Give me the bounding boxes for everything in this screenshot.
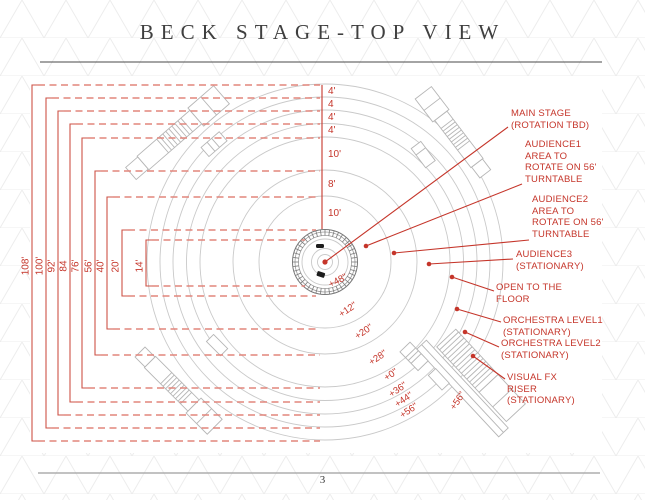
left-dimension-lines	[31, 84, 152, 442]
ramp-segment-bottom-left	[206, 334, 227, 355]
dimension-14ft: 14'	[134, 259, 146, 273]
dimension-100ft: 100'	[34, 256, 46, 276]
spacing-4ft-b: 4	[328, 99, 334, 110]
callout-orchestra-level1: ORCHESTRA LEVEL1 (STATIONARY)	[503, 315, 603, 338]
stair-unit-bottom-right	[417, 320, 530, 436]
page-title: BECK STAGE-TOP VIEW	[139, 20, 506, 44]
stair-unit-top-left	[123, 86, 229, 183]
main-stage-turntable	[292, 229, 358, 295]
dimension-76ft: 76'	[70, 259, 82, 273]
callout-open-floor: OPEN TO THE FLOOR	[496, 282, 563, 305]
dimension-92ft: 92'	[46, 259, 58, 273]
spacing-4ft-a: 4'	[328, 86, 336, 97]
leader-dots	[322, 243, 476, 359]
callout-audience2: AUDIENCE2 AREA TO ROTATE ON 56' TURNTABL…	[532, 194, 604, 240]
stair-unit-top-right	[415, 87, 493, 180]
callout-audience1: AUDIENCE1 AREA TO ROTATE ON 56' TURNTABL…	[525, 139, 597, 185]
turntable-bearing-ticks	[292, 229, 358, 295]
dimension-108ft: 108'	[20, 256, 32, 276]
callout-audience3: AUDIENCE3 (STATIONARY)	[516, 249, 584, 272]
stage-prop-icon	[316, 271, 326, 278]
ramp-segment-right	[400, 342, 428, 370]
dashed-extension-lines	[38, 84, 320, 442]
callout-orchestra-level2: ORCHESTRA LEVEL2 (STATIONARY)	[501, 338, 601, 361]
page-number: 3	[319, 474, 326, 486]
dimension-84ft: 84	[58, 260, 70, 272]
ramp-segment-inner-right	[411, 141, 435, 167]
dimension-20ft: 20'	[110, 259, 122, 273]
callout-main-stage: MAIN STAGE (ROTATION TBD)	[511, 108, 590, 131]
dimension-40ft: 40'	[95, 259, 107, 273]
spacing-10ft-b: 10'	[328, 208, 342, 219]
ramp-segment-mid-right	[428, 369, 449, 390]
spacing-4ft-c: 4'	[328, 112, 336, 123]
stage-prop-icon	[316, 244, 324, 248]
spacing-10ft-a: 10'	[328, 149, 342, 160]
spacing-4ft-d: 4'	[328, 125, 336, 136]
callout-vfx-riser: VISUAL FX RISER (STATIONARY)	[507, 372, 575, 406]
spacing-8ft: 8'	[328, 179, 336, 190]
stair-unit-bottom-left	[133, 345, 223, 435]
dimension-56ft: 56'	[83, 259, 95, 273]
callout-leader-lines	[324, 126, 530, 380]
